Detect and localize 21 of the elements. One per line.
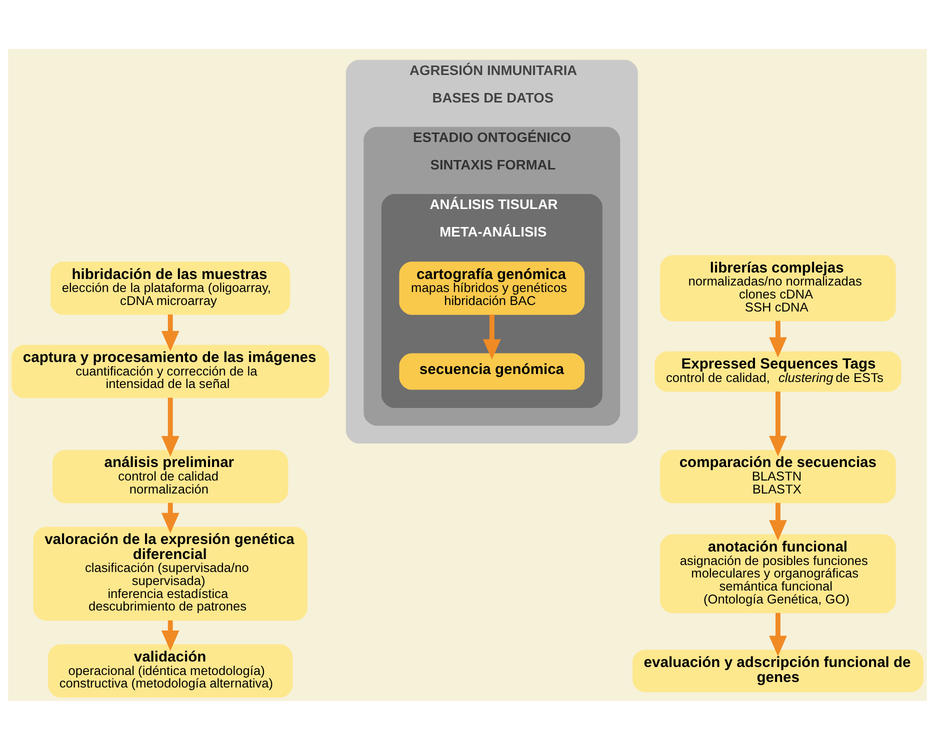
node-box: hibridación de las muestras elección de la plataforma (oligoarray, cDNA microarray [50,261,290,314]
arrow [769,612,787,656]
arrow [161,502,180,533]
node-box: librerías complejas normalizadas/no normalizadas clones cDNA SSH cDNA [660,254,896,321]
arrow [769,502,787,540]
arrow [161,397,180,456]
arrow [482,314,501,360]
arrow [161,314,180,351]
node-box: secuencia genómica [399,352,585,390]
node-box: valoración de la expresión genética diferencial clasificación (supervisada/no supervisada) inferencia estadística descubrimiento de patrones [33,526,308,620]
node-box: anotación funcional asignación de posibles funciones moleculares y organográficas semántica funcional (Ontología Genética, GO) [660,534,896,613]
node-box: comparación de secuencias BLASTN BLASTX [660,449,896,503]
node-box: Expressed Sequences Tags control de calidad, clustering de ESTs [654,350,902,392]
node-box: validación operacional (idéntica metodología) constructiva (metodología alternativa) [48,644,293,698]
arrow [161,620,180,650]
node-box: evaluación y adscripción funcional de genes [632,649,924,692]
node-box: cartografía genómica mapas híbridos y genéticos hibridación BAC [399,261,585,314]
node-box: captura y procesamiento de las imágenes cuantificación y corrección de la intensidad de la señal [12,344,330,398]
arrow [769,390,787,456]
node-box: análisis preliminar control de calidad normalización [52,449,288,503]
arrow [769,320,787,358]
